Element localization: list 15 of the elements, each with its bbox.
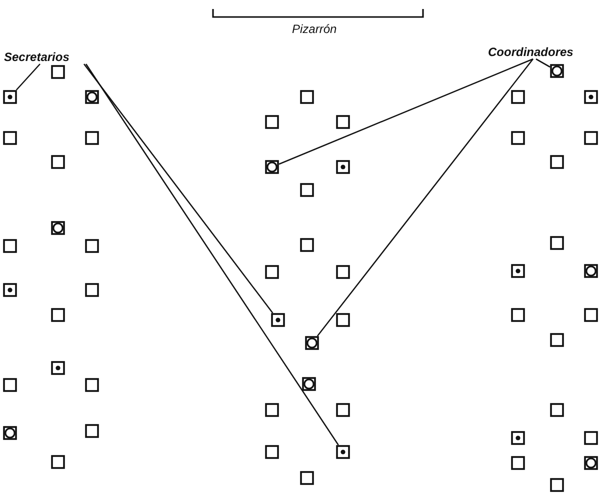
leader-line [85, 64, 339, 446]
leader-line [536, 58, 550, 68]
seat-icon [265, 160, 279, 174]
seat-icon [305, 336, 319, 350]
seat-icon [550, 64, 564, 78]
seat-icon [3, 90, 17, 104]
leader-line [83, 64, 274, 314]
leader-line [316, 58, 534, 336]
seat-icon [271, 313, 285, 327]
callout-label: Secretarios [4, 50, 70, 64]
callout-label: Coordinadores [488, 45, 574, 59]
seat-icon [336, 445, 350, 459]
leader-line [16, 64, 40, 90]
blackboard-label: Pizarrón [292, 22, 337, 36]
leader-line [278, 58, 534, 165]
